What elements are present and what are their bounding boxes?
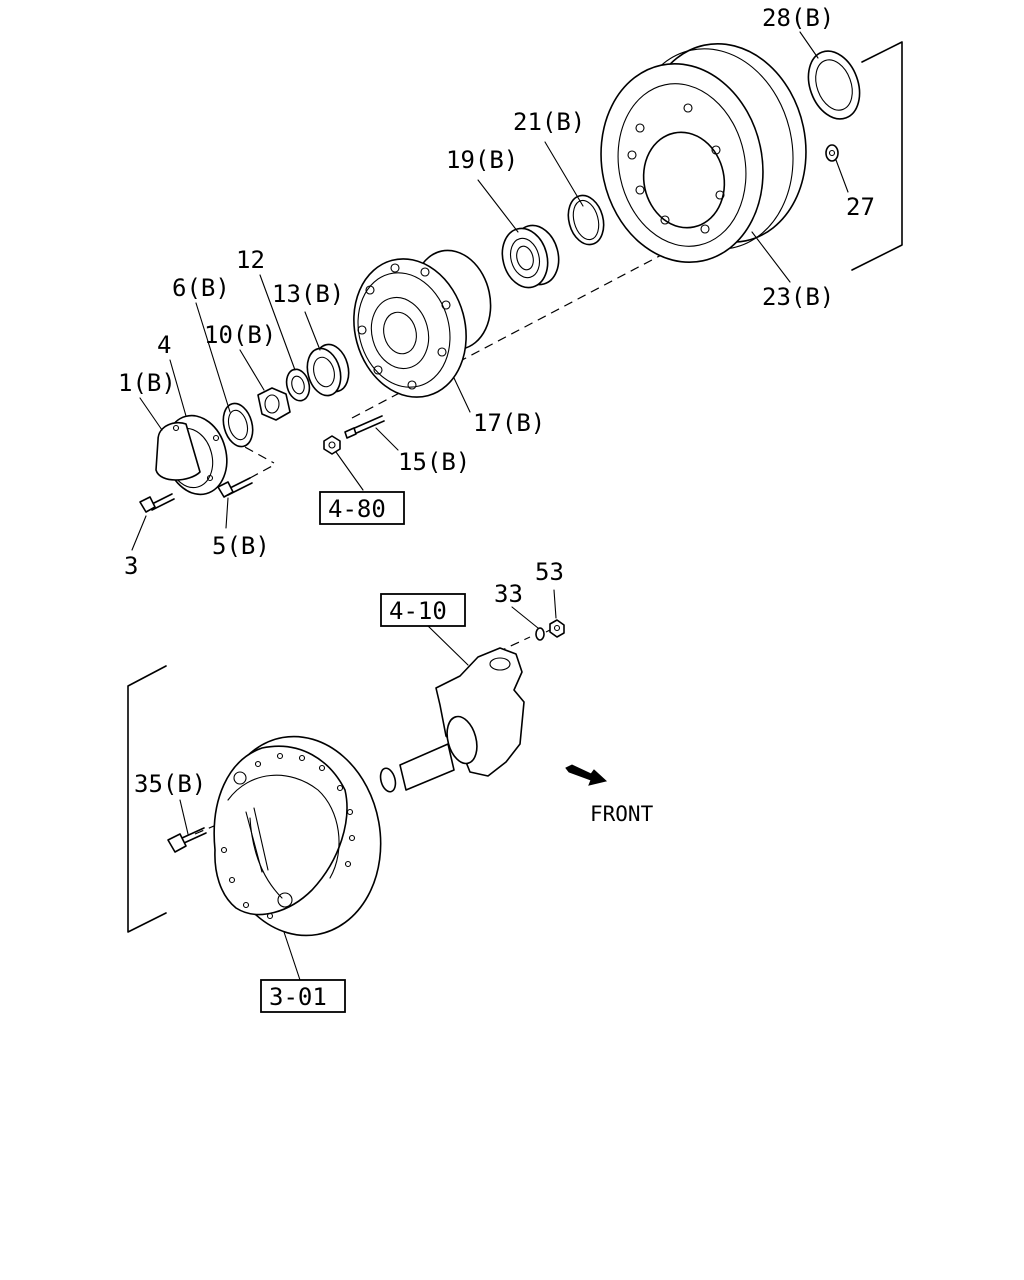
callout-33: 33 [494, 580, 523, 608]
callout-13b: 13(B) [272, 280, 344, 308]
outer-bearing [501, 224, 560, 289]
hub-cap [155, 414, 228, 496]
hub-nut [323, 435, 341, 455]
callout-21b: 21(B) [513, 108, 585, 136]
front-label: FRONT [590, 802, 654, 826]
bolt-3 [139, 493, 175, 513]
callout-10b: 10(B) [204, 321, 276, 349]
washer-33 [535, 627, 545, 641]
ref-box-4-80[interactable]: 4-80 [319, 491, 405, 525]
callout-15b: 15(B) [398, 448, 470, 476]
callout-53: 53 [535, 558, 564, 586]
nut-27 [825, 144, 839, 162]
front-arrow-icon [565, 764, 608, 786]
hub-bolt [344, 415, 385, 439]
leader-lines [131, 31, 849, 981]
bolt-5 [217, 477, 253, 498]
callout-27: 27 [846, 193, 875, 221]
gasket [222, 402, 254, 448]
washer [285, 368, 311, 402]
callout-28b: 28(B) [762, 4, 834, 32]
bracket-left [127, 665, 167, 933]
brake-assembly [213, 735, 382, 937]
oil-seal [807, 50, 861, 120]
ref-box-4-10[interactable]: 4-10 [380, 593, 466, 627]
snap-ring [567, 194, 605, 246]
callout-1b: 1(B) [118, 369, 176, 397]
ref-box-3-01[interactable]: 3-01 [260, 979, 346, 1013]
bracket-right [851, 41, 903, 271]
callout-12: 12 [236, 246, 265, 274]
callout-6b: 6(B) [172, 274, 230, 302]
wheel-hub [353, 249, 492, 398]
ref-label-4-10: 4-10 [389, 597, 447, 625]
nut-53 [549, 619, 565, 638]
bolt-35 [167, 827, 207, 853]
lock-nut [257, 387, 291, 421]
callout-3: 3 [124, 552, 138, 580]
brake-drum [600, 42, 807, 264]
inner-bearing [306, 343, 350, 397]
callout-35b: 35(B) [134, 770, 206, 798]
callout-5b: 5(B) [212, 532, 270, 560]
callout-23b: 23(B) [762, 283, 834, 311]
steering-knuckle [379, 647, 525, 793]
callout-19b: 19(B) [446, 146, 518, 174]
ref-label-3-01: 3-01 [269, 983, 327, 1011]
callout-4: 4 [157, 331, 171, 359]
ref-label-4-80: 4-80 [328, 495, 386, 523]
callout-17b: 17(B) [473, 409, 545, 437]
